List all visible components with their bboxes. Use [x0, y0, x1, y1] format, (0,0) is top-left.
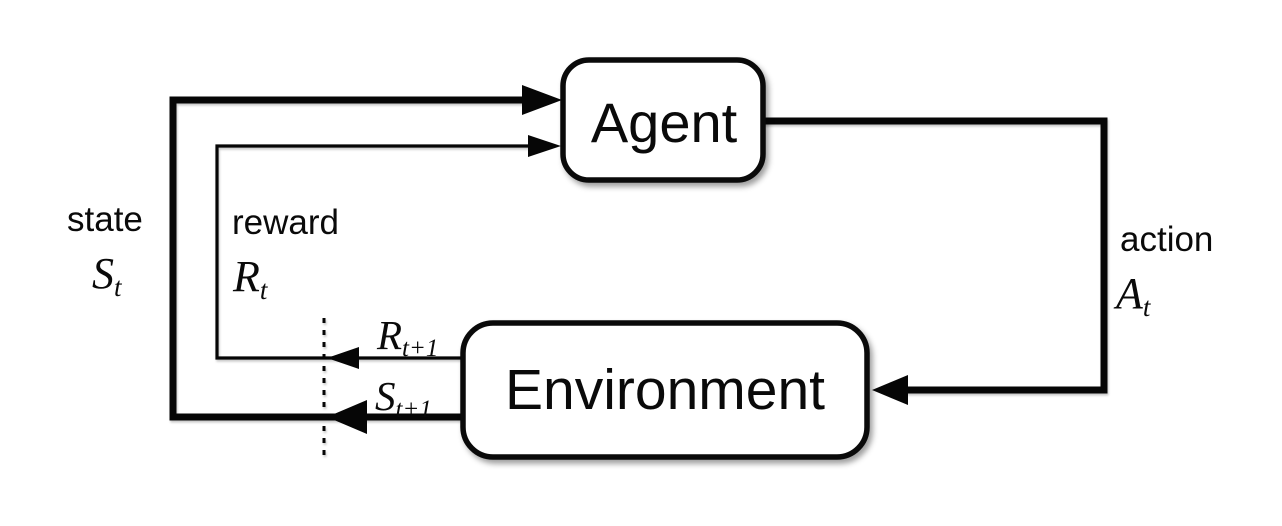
state-word-label: state [67, 200, 143, 239]
state-symbol-label: St [92, 249, 123, 302]
action-word-label: action [1120, 220, 1213, 259]
next-state-symbol-label: St+1 [375, 373, 432, 423]
environment-box [460, 320, 870, 460]
action-symbol-label: At [1113, 269, 1152, 322]
state-loop-line [169, 96, 527, 421]
environment-label: Environment [505, 358, 825, 422]
reward-into-agent-arrowhead-icon [528, 135, 561, 157]
agent-label: Agent [591, 91, 738, 154]
next-reward-arrowhead-icon [327, 347, 359, 369]
reward-symbol-label: Rt [232, 252, 269, 305]
reward-word-label: reward [232, 203, 339, 242]
action-into-environment-arrowhead-icon [872, 375, 908, 405]
action-line [763, 117, 1108, 394]
next-state-arrowhead-icon [327, 400, 367, 434]
next-reward-symbol-label: Rt+1 [376, 312, 438, 362]
agent-box [560, 57, 766, 183]
state-into-agent-arrowhead-icon [522, 85, 562, 115]
